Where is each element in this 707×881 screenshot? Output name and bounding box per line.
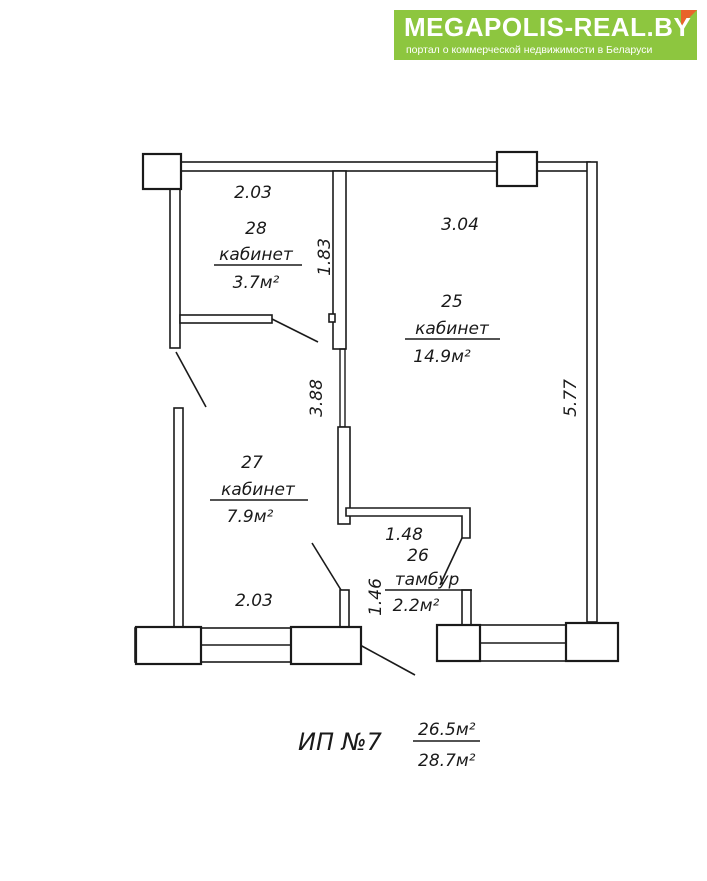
door-swing-entry: [359, 644, 416, 676]
column-top-right: [495, 150, 539, 188]
room-number: 27: [241, 453, 263, 473]
unit-area-net: 26.5м²: [418, 720, 476, 740]
door-swing-left: [175, 351, 207, 408]
site-banner[interactable]: MEGAPOLIS-REAL.BY портал о коммерческой …: [394, 10, 697, 60]
banner-corner-fold: [681, 10, 697, 26]
dimension-room28-width: 2.03: [234, 183, 272, 203]
dimension-room26-width: 1.48: [385, 525, 423, 545]
room-28-label: 28 кабинет 3.7м²: [214, 219, 302, 293]
room-area: 7.9м²: [227, 507, 274, 527]
central-partition: [332, 170, 351, 525]
dimension-room28-height: 1.83: [315, 238, 335, 276]
room-area: 3.7м²: [233, 273, 280, 293]
room-27-label: 27 кабинет 7.9м²: [210, 453, 308, 527]
unit-name: ИП №7: [298, 728, 383, 756]
room-28-partition: [179, 313, 336, 343]
column-top-left: [141, 152, 183, 191]
columns: [134, 150, 620, 666]
room-26-label: 26 тамбур 2.2м²: [385, 546, 472, 616]
dimension-room27-width: 2.03: [235, 591, 273, 611]
column-bottom-right-b: [564, 621, 620, 663]
room-number: 25: [441, 292, 463, 312]
column-bottom-right-a: [435, 623, 482, 663]
room-number: 26: [407, 546, 429, 566]
unit-caption: ИП №7 26.5м² 28.7м²: [298, 720, 480, 771]
room-number: 28: [245, 219, 267, 239]
room-name: кабинет: [221, 480, 296, 500]
right-wall: [586, 161, 598, 623]
dimension-room25-height: 5.77: [561, 379, 581, 417]
room-name: кабинет: [415, 319, 490, 339]
left-wall-lower: [173, 407, 184, 629]
room-area: 14.9м²: [413, 347, 471, 367]
dimension-room26-height: 1.46: [366, 578, 386, 616]
room-name: кабинет: [219, 245, 294, 265]
dimension-room27-height: 3.88: [307, 379, 327, 417]
dimension-room25-width: 3.04: [441, 215, 479, 235]
room-25-label: 25 кабинет 14.9м²: [405, 292, 500, 367]
dimension-labels: 2.03 1.83 3.04 5.77 3.88 1.48 1.46 2.03: [234, 183, 581, 616]
left-wall-upper: [169, 182, 181, 349]
room-area: 2.2м²: [393, 596, 440, 616]
door-swing-28: [271, 318, 319, 343]
column-bottom-mid: [289, 625, 363, 666]
door-swing-27: [311, 542, 342, 591]
room-name: тамбур: [395, 570, 460, 590]
door-swing-vestibule: [439, 537, 463, 586]
site-tagline: портал о коммерческой недвижимости в Бел…: [406, 44, 653, 56]
unit-area-total: 28.7м²: [418, 751, 476, 771]
site-logo-text[interactable]: MEGAPOLIS-REAL.BY: [404, 12, 692, 42]
column-bottom-left: [134, 625, 203, 666]
